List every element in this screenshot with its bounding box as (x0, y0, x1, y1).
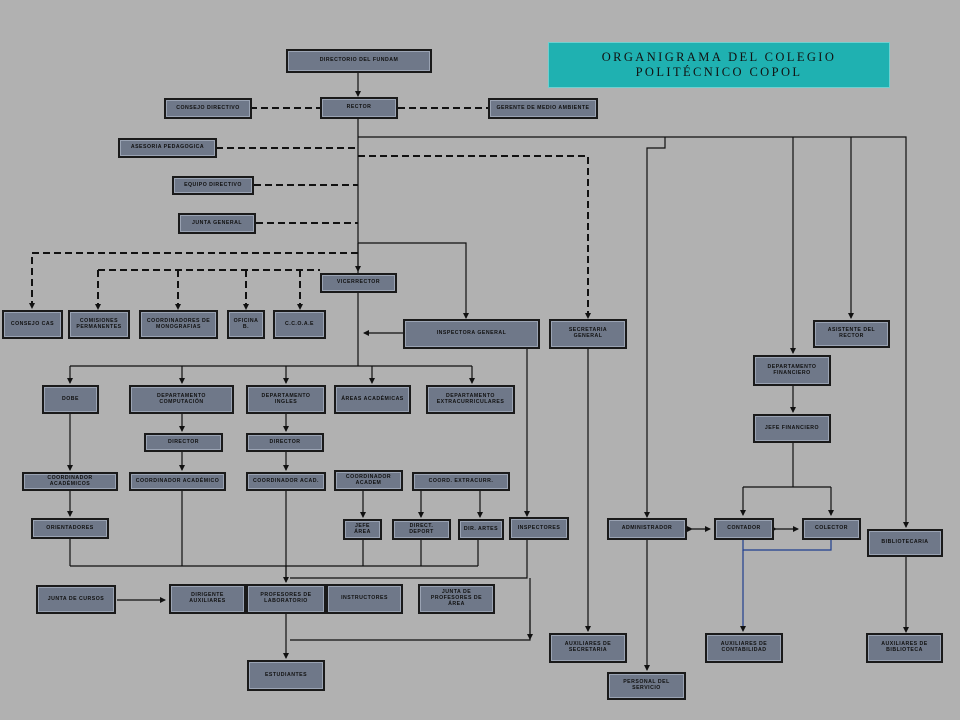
box-rector: RECTOR (320, 97, 398, 119)
box-junta-general: JUNTA GENERAL (178, 213, 256, 234)
box-dep-financiero: DEPARTAMENTO FINANCIERO (753, 355, 831, 386)
box-vicerrector: VICERRECTOR (320, 273, 397, 293)
chart-title: ORGANIGRAMA DEL COLEGIO POLITÉCNICO COPO… (548, 42, 890, 88)
box-director-comp: DIRECTOR (144, 433, 223, 452)
box-contador: CONTADOR (714, 518, 774, 540)
box-junta-cursos: JUNTA DE CURSOS (36, 585, 116, 614)
box-aux-secretaria: AUXILIARES DE SECRETARIA (549, 633, 627, 663)
box-ccoae: C.C.O.A.E (273, 310, 326, 339)
box-director-ingles: DIRECTOR (246, 433, 324, 452)
box-comisiones: COMISIONES PERMANENTES (68, 310, 130, 339)
box-estudiantes: ESTUDIANTES (247, 660, 325, 691)
box-equipo-directivo: EQUIPO DIRECTIVO (172, 176, 254, 195)
box-dobe: DOBE (42, 385, 99, 414)
box-dir-artes: DIR. ARTES (458, 519, 504, 540)
box-aux-biblioteca: AUXILIARES DE BIBLIOTECA (866, 633, 943, 663)
box-coord-acad-3: COORDINADOR ACAD. (246, 472, 326, 491)
box-secretaria-general: SECRETARIA GENERAL (549, 319, 627, 349)
box-junta-profesores: JUNTA DE PROFESORES DE ÁREA (418, 584, 495, 614)
box-instructores: INSTRUCTORES (326, 584, 403, 614)
box-oficina: OFICINA B. (227, 310, 265, 339)
box-dep-computacion: DEPARTAMENTO COMPUTACIÓN (129, 385, 234, 414)
box-direct-deport: DIRECT. DEPORT (392, 519, 451, 540)
box-aux-contabilidad: AUXILIARES DE CONTABILIDAD (705, 633, 783, 663)
box-colector: COLECTOR (802, 518, 861, 540)
box-jefe-area: JEFE ÁREA (343, 519, 382, 540)
box-consejo-cas: CONSEJO CAS (2, 310, 63, 339)
box-coord-acad-2: COORDINADOR ACADÉMICO (129, 472, 226, 491)
box-inspectora-general: INSPECTORA GENERAL (403, 319, 540, 349)
box-consejo-directivo: CONSEJO DIRECTIVO (164, 98, 252, 119)
box-gerente: GERENTE DE MEDIO AMBIENTE (488, 98, 598, 119)
box-areas-academicas: ÁREAS ACADÉMICAS (334, 385, 411, 414)
box-asesoria: ASESORIA PEDAGOGICA (118, 138, 217, 158)
box-coord-extracurr: COORD. EXTRACURR. (412, 472, 510, 491)
box-administrador: ADMINISTRADOR (607, 518, 687, 540)
box-jefe-financiero: JEFE FINANCIERO (753, 414, 831, 443)
box-coord-acad-1: COORDINADOR ACADÉMICOS (22, 472, 118, 491)
box-coord-academ: COORDINADOR ACADEM (334, 470, 403, 491)
box-orientadores: ORIENTADORES (31, 518, 109, 539)
box-profesores-lab: PROFESORES DE LABORATORIO (246, 584, 326, 614)
box-asistente-rector: ASISTENTE DEL RECTOR (813, 320, 890, 348)
box-personal-servicio: PERSONAL DEL SERVICIO (607, 672, 686, 700)
box-dirigente-aux: DIRIGENTE AUXILIARES (169, 584, 246, 614)
box-dep-ingles: DEPARTAMENTO INGLES (246, 385, 326, 414)
box-inspectores: INSPECTORES (509, 517, 569, 540)
box-dep-extracurriculares: DEPARTAMENTO EXTRACURRICULARES (426, 385, 515, 414)
box-coord-monografias: COORDINADORES DE MONOGRAFIAS (139, 310, 218, 339)
box-directorio: DIRECTORIO DEL FUNDAM (286, 49, 432, 73)
box-bibliotecaria: BIBLIOTECARIA (867, 529, 943, 557)
